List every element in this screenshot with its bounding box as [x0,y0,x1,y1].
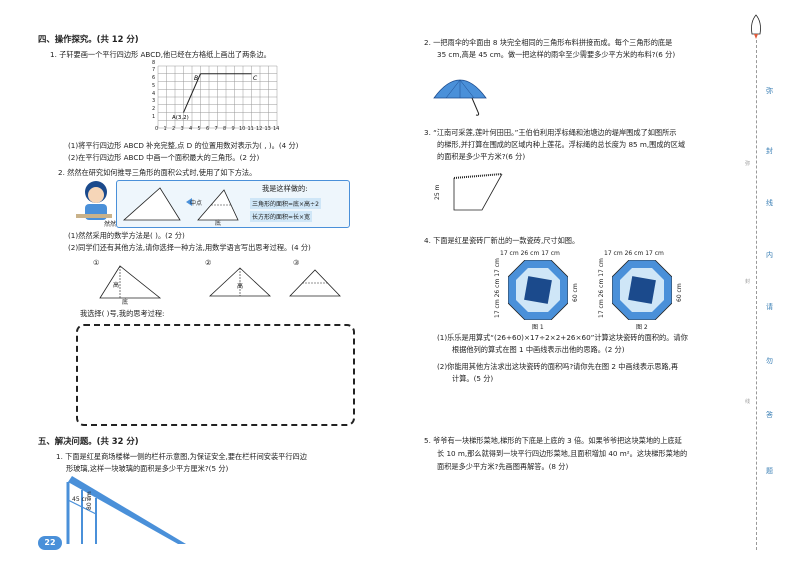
option-1-base: 底 [122,299,129,306]
answer-box[interactable] [76,324,355,426]
margin-char-5: 请 [766,303,773,311]
margin-char-4: 内 [766,251,773,259]
umbrella-icon [433,79,487,116]
fig2-dims-side: 17 cm 26 cm 17 cm [598,258,605,318]
question-2-text: 2. 然然在研究如何推导三角形的面积公式时,使用了如下方法。 [58,168,257,177]
dim-25m: 25 m [434,184,441,200]
r-q4-sub1a: (1)乐乐是用算式“(26+60)×17÷2×2+26×60”计算这块瓷砖的面积… [437,333,688,342]
option-1-label: ① [93,258,100,267]
dim-80cm: 80 cm [86,491,93,510]
formula-rectangle: 长方形的面积=长×宽 [250,211,313,222]
coordinate-grid: B C A(3,2) [157,65,278,129]
fig1-60cm: 60 cm [572,283,579,302]
margin-char-8: 题 [766,467,773,475]
fig2-caption: 图 2 [636,324,648,331]
formula-triangle: 三角形的面积=底×高÷2 [250,198,321,209]
margin-mid-2: 封 [745,279,751,285]
midpoint-label: 中点 [190,200,203,207]
r-q4-text: 4. 下面是红星瓷砖厂新出的一款瓷砖,尺寸如图。 [424,236,580,245]
q2-sub1: (1)然然采用的数学方法是( )。(2 分) [68,231,185,240]
trapezoid-pond [453,173,503,211]
student-figure [76,181,112,220]
margin-char-2: 封 [766,147,773,155]
r-q4-sub2a: (2)你能用其他方法求出这块瓷砖的面积吗?请你先在图 2 中画线表示思路,再 [437,362,679,371]
choice-prompt: 我选择( )号,我的思考过程: [80,309,165,318]
question-1-text: 1. 子轩要画一个平行四边形 ABCD,他已经在方格纸上画出了两条边。 [50,50,271,59]
margin-mid-1: 弥 [745,161,751,167]
note-title: 我是这样做的: [262,184,308,193]
margin-mid-3: 线 [745,399,751,405]
tile-figure-1 [508,260,568,320]
fig1-caption: 图 1 [532,324,544,331]
rocket-icon [751,14,761,39]
option-triangles [99,265,341,299]
r-q4-sub1b: 根据他列的算式在图 1 中画线表示出他的思路。(2 分) [452,345,625,354]
r-q3-line3: 的面积是多少平方米?(6 分) [437,152,526,161]
margin-char-6: 勿 [766,357,773,365]
tile-figure-2 [612,260,672,320]
option-2-height: 高 [237,283,244,290]
r-q5-line3: 面积是多少平方米?先画图再解答。(8 分) [437,462,569,471]
r-q5-line2: 长 10 m,那么就得到一块平行四边形菜地,且面积増加 40 m²。这块梯形菜地… [437,449,688,458]
railing-figure [66,476,186,544]
section-4-title: 四、操作探究。(共 12 分) [38,34,139,44]
r-q2-line1: 2. 一把雨伞的伞面由 8 块完全相同的三角形布料拼接而成。每个三角形的底是 [424,38,673,47]
r-q2-line2: 35 cm,高是 45 cm。做一把这样的雨伞至少需要多少平方米的布料?(6 分… [437,50,676,59]
r-q3-line1: 3. “江南可采莲,莲叶何田田。”王伯伯利用浮标绳和池塘边的堤岸围成了如图所示 [424,128,677,137]
fig2-dims-top: 17 cm 26 cm 17 cm [604,250,664,257]
fig1-dims-top: 17 cm 26 cm 17 cm [500,250,560,257]
margin-char-3: 线 [766,199,773,207]
label-c: C [253,75,258,82]
r-q5-line1: 5. 爷爷有一块梯形菜地,梯形的下底是上底的 3 倍。如果爷爷把这块菜地的上底延 [424,436,682,445]
r-q3-line2: 的梯形,并打算在围成的区域内种上莲花。浮标绳的总长度为 85 m,围成的区域 [437,140,686,149]
person-name: 然然 [104,221,117,228]
margin-char-1: 弥 [766,87,773,95]
dim-45cm: 45 cm [72,496,91,503]
section-5-title: 五、解决问题。(共 32 分) [38,436,139,446]
label-b: B [194,75,198,82]
q2-sub2: (2)同学们还有其他方法,请你选择一种方法,用数学语言写出思考过程。(4 分) [68,243,311,252]
q5-1-text-line1: 1. 下面是红星商场楼梯一侧的栏杆示意图,为保证安全,要在栏杆间安装平行四边 [56,452,307,461]
q1-sub2: (2)在平行四边形 ABCD 中画一个面积最大的三角形。(2 分) [68,153,260,162]
q1-sub1: (1)将平行四边形 ABCD 补充完整,点 D 的位置用数对表示为( , )。(… [68,141,299,150]
seal-line [756,40,757,550]
fig1-dims-side: 17 cm 26 cm 17 cm [494,258,501,318]
point-a-label: A(3,2) [172,115,189,121]
r-q4-sub2b: 计算。(5 分) [452,374,494,383]
option-3-label: ③ [293,258,300,267]
fig2-60cm: 60 cm [676,283,683,302]
base-label-panel: 底 [215,220,222,227]
margin-char-7: 答 [766,411,773,419]
q5-1-text-line2: 形玻璃,这样一块玻璃的面积是多少平方厘米?(5 分) [66,464,229,473]
page-number: 22 [38,536,62,550]
triangle-diagrams [122,187,239,221]
option-2-label: ② [205,258,212,267]
option-1-height: 高 [113,282,120,289]
